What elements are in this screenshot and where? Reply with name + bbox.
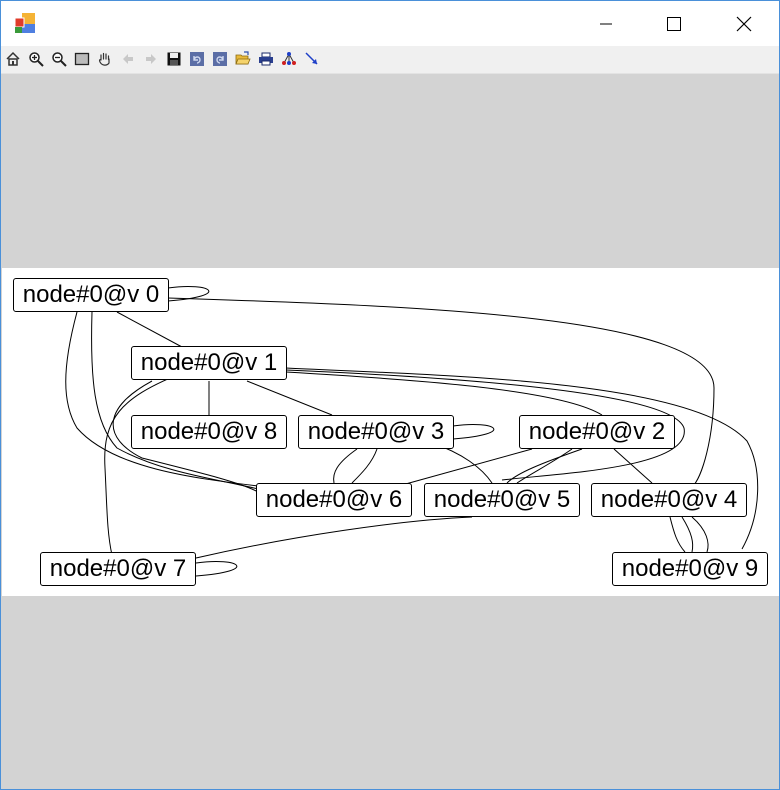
node-v3[interactable]: node#0@v 3	[298, 415, 454, 449]
edge-v0-v6-a	[65, 311, 259, 487]
edge-v2-v4	[613, 448, 653, 484]
edge-v0-v6-b	[91, 311, 259, 490]
node-v7[interactable]: node#0@v 7	[40, 552, 196, 586]
app-icon	[14, 13, 35, 33]
graph-panel[interactable]: node#0@v 0 node#0@v 1 node#0@v 8 node#0@…	[2, 268, 779, 596]
edge-v1-v5	[285, 369, 685, 481]
zoom-in-button[interactable]	[27, 50, 45, 68]
node-v2[interactable]: node#0@v 2	[519, 415, 675, 449]
open-folder-icon	[235, 51, 251, 65]
edge-v2-v5-a	[506, 448, 583, 484]
edge-v1-v9	[285, 367, 759, 550]
insert-edge-button[interactable]	[303, 50, 321, 68]
edge-v4-v9-a	[669, 516, 686, 553]
node-v8[interactable]: node#0@v 8	[131, 415, 287, 449]
graph-viewer-canvas[interactable]: node#0@v 0 node#0@v 1 node#0@v 8 node#0@…	[1, 74, 779, 789]
print-icon	[259, 52, 273, 66]
node-v4[interactable]: node#0@v 4	[591, 483, 747, 517]
maximize-button[interactable]	[639, 1, 709, 46]
minimize-button[interactable]	[571, 1, 641, 46]
save-icon	[167, 52, 181, 66]
edge-v1-v3	[246, 380, 333, 416]
layout-button[interactable]	[280, 50, 298, 68]
graph-edges	[65, 286, 759, 577]
undo-icon	[190, 52, 204, 66]
edge-v7-self	[195, 561, 238, 577]
edge-v3-self	[452, 424, 495, 440]
close-icon	[736, 16, 752, 31]
edge-v4-v9-b	[681, 516, 694, 553]
edge-v0-v1	[116, 311, 183, 348]
edge-v2-v5-b	[516, 448, 573, 484]
edge-v1-v7	[104, 374, 178, 556]
zoom-in-icon	[29, 52, 44, 67]
node-v9[interactable]: node#0@v 9	[612, 552, 768, 586]
node-v6[interactable]: node#0@v 6	[256, 483, 412, 517]
forward-arrow-icon	[146, 54, 156, 64]
back-button[interactable]	[119, 50, 137, 68]
undo-button[interactable]	[188, 50, 206, 68]
edge-v7-v5	[195, 516, 473, 559]
node-v5[interactable]: node#0@v 5	[424, 483, 580, 517]
edge-v1-v6	[112, 380, 259, 493]
print-button[interactable]	[257, 50, 275, 68]
title-bar[interactable]	[1, 1, 779, 46]
edge-v1-v2	[285, 371, 603, 416]
edge-v3-v6-b	[351, 448, 378, 484]
zoom-out-icon	[52, 52, 67, 67]
home-icon	[6, 51, 20, 66]
open-button[interactable]	[234, 50, 252, 68]
edge-v0-v4	[167, 297, 715, 488]
home-button[interactable]	[4, 50, 22, 68]
forward-button[interactable]	[142, 50, 160, 68]
insert-edge-icon	[305, 52, 318, 65]
zoom-out-button[interactable]	[50, 50, 68, 68]
back-arrow-icon	[123, 54, 133, 64]
redo-icon	[213, 52, 227, 66]
redo-button[interactable]	[211, 50, 229, 68]
pan-hand-icon	[98, 52, 110, 66]
layout-graph-icon	[282, 52, 296, 65]
edge-v4-v9-c	[691, 516, 709, 553]
edge-v2-v6	[401, 448, 533, 486]
window-zoom-button[interactable]	[73, 50, 91, 68]
minimize-icon	[600, 23, 612, 24]
maximize-icon	[667, 16, 681, 31]
edge-v3-v6-a	[333, 448, 358, 484]
close-button[interactable]	[709, 1, 779, 46]
window-zoom-icon	[74, 52, 90, 66]
pan-button[interactable]	[96, 50, 114, 68]
toolbar	[1, 46, 779, 74]
node-v1[interactable]: node#0@v 1	[131, 346, 287, 380]
node-v0[interactable]: node#0@v 0	[13, 278, 169, 312]
save-button[interactable]	[165, 50, 183, 68]
